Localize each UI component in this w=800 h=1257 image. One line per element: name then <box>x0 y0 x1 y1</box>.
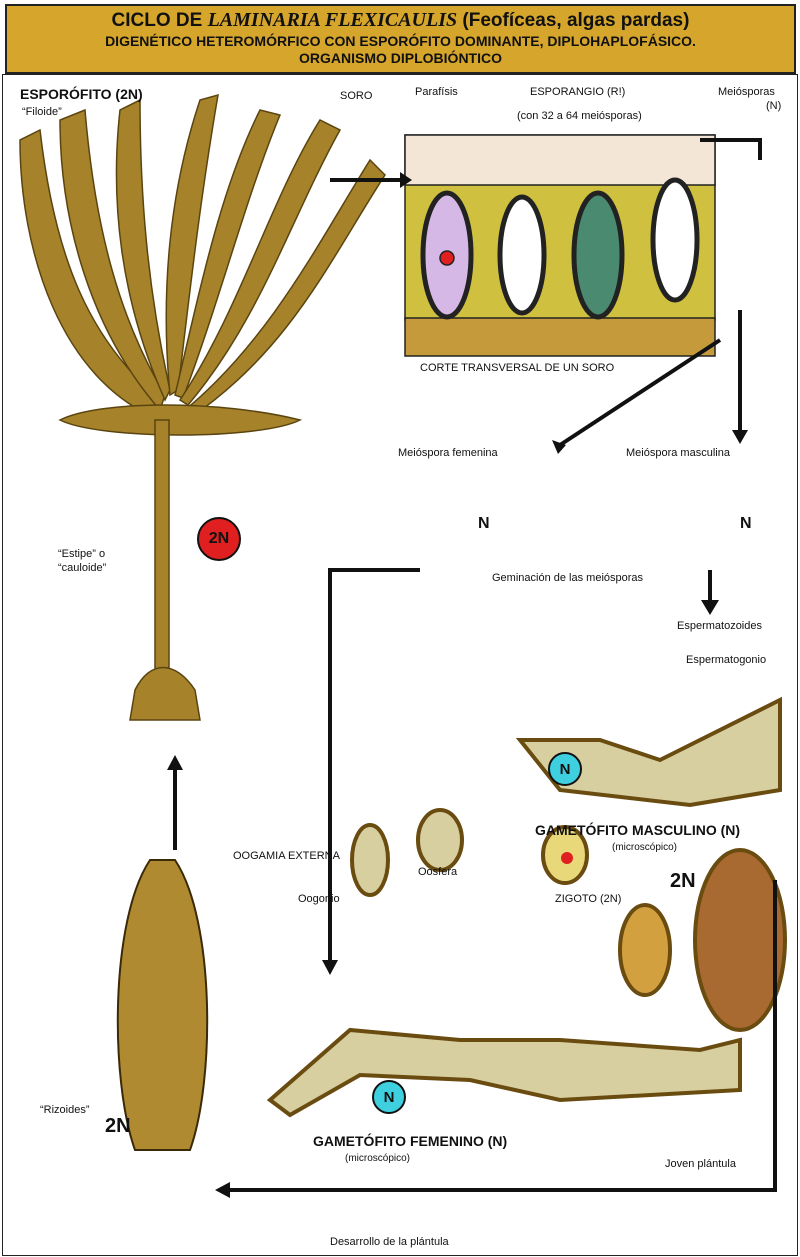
label-rizoides: “Rizoides” <box>40 1104 90 1116</box>
label-microscopico-femenino: (microscópico) <box>345 1153 411 1164</box>
label-n-female-spore: N <box>478 515 490 532</box>
ploidy-n-female-badge: N <box>372 1080 406 1114</box>
label-meiospora-masculina: Meióspora masculina <box>626 447 730 459</box>
label-corte-transversal: CORTE TRANSVERSAL DE UN SORO <box>420 362 615 374</box>
label-geminacion: Geminación de las meiósporas <box>492 572 644 584</box>
label-meiospora-femenina: Meióspora femenina <box>398 447 498 459</box>
title-line-2: DIGENÉTICO HETEROMÓRFICO CON ESPORÓFITO … <box>105 33 696 49</box>
label-2n-plantula: 2N <box>670 870 696 892</box>
label-zigoto: ZIGOTO (2N) <box>555 893 622 905</box>
label-oogamia-externa: OOGAMIA EXTERNA <box>233 850 340 862</box>
title-prefix: CICLO DE <box>111 10 208 31</box>
species-name: LAMINARIA FLEXICAULIS <box>207 9 458 31</box>
label-oogonio: Oogonio <box>298 893 340 905</box>
label-espermatogonio: Espermatogonio <box>686 654 767 666</box>
label-microscopico-masculino: (microscópico) <box>612 842 678 853</box>
cycle-arrows <box>173 138 777 1192</box>
label-parafisis: Parafísis <box>415 86 458 98</box>
diagram-frame <box>2 74 798 1256</box>
label-filoide: “Filoide” <box>22 106 62 118</box>
ploidy-n-male-badge: N <box>548 752 582 786</box>
title-banner: CICLO DE LAMINARIA FLEXICAULIS (Feofícea… <box>5 4 796 74</box>
badge-text: N <box>383 1088 395 1106</box>
title-line-1: CICLO DE LAMINARIA FLEXICAULIS (Feofícea… <box>7 9 794 32</box>
young-sporophyte-illustration <box>116 859 209 1151</box>
label-meiosporas: Meiósporas <box>718 86 775 98</box>
soro-cross-section <box>404 134 716 357</box>
arrow-heads <box>167 172 748 1198</box>
label-esporangio-note: (con 32 a 64 meiósporas) <box>517 110 642 122</box>
label-esporangio: ESPORANGIO (R!) <box>530 86 626 98</box>
male-gametophyte <box>515 696 782 808</box>
label-gametofito-masculino: GAMETÓFITO MASCULINO (N) <box>535 822 741 838</box>
ploidy-2n-sporophyte-badge: 2N <box>197 517 241 561</box>
badge-text: N <box>559 760 571 778</box>
label-soro: SORO <box>340 90 373 102</box>
title-suffix: (Feofíceas, algas pardas) <box>457 10 690 31</box>
label-esporofito: ESPORÓFITO (2N) <box>20 86 143 102</box>
label-joven-plantula: Joven plántula <box>665 1158 736 1170</box>
label-espermatozoides: Espermatozoides <box>677 620 762 632</box>
label-estipe: “Estipe” o <box>58 548 106 560</box>
label-gametofito-femenino: GAMETÓFITO FEMENINO (N) <box>313 1133 508 1149</box>
sporophyte-illustration <box>19 93 386 721</box>
label-meiosporas-n: (N) <box>766 100 782 112</box>
label-n-male-spore: N <box>740 515 752 532</box>
label-oosfera: Oosfera <box>418 866 458 878</box>
label-desarrollo-plantula: Desarrollo de la plántula <box>330 1236 449 1248</box>
title-line-3: ORGANISMO DIPLOBIÓNTICO <box>299 50 502 66</box>
female-gametophyte <box>266 808 787 1118</box>
badge-text: 2N <box>208 530 230 547</box>
label-cauloide: “cauloide” <box>58 562 107 574</box>
label-2n-young-sporophyte: 2N <box>105 1115 131 1137</box>
